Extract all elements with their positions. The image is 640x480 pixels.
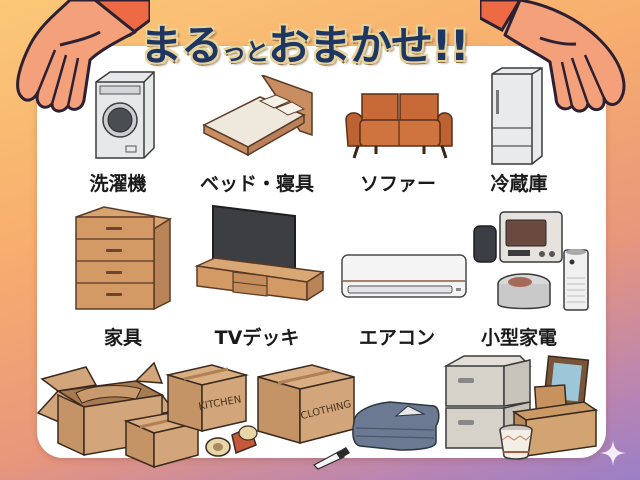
category-label-sofa: ソファー: [359, 173, 437, 195]
category-label-bed: ベッド・寝具: [199, 173, 315, 195]
category-label-furniture: 家具: [103, 327, 143, 349]
category-label-small-appliances: 小型家電: [480, 327, 558, 349]
tv-stand-icon: [195, 204, 325, 302]
chest-of-drawers-item[interactable]: [74, 205, 174, 310]
air-conditioner-icon: [341, 254, 467, 298]
blanket-icon: [352, 401, 440, 451]
washing-machine-icon: [95, 71, 155, 159]
folded-blanket-illustration: [350, 396, 442, 452]
air-conditioner-item[interactable]: [340, 253, 470, 301]
sofa-item[interactable]: [342, 90, 457, 160]
washing-machine-item[interactable]: [88, 68, 158, 163]
sparkle-icon: [600, 440, 626, 466]
storage-bins-illustration: [444, 352, 599, 462]
small-appliances-icon: [473, 211, 589, 311]
refrigerator-icon: [491, 67, 543, 165]
bed-item[interactable]: [200, 75, 315, 160]
cardboard-boxes-icon: [36, 361, 355, 470]
category-label-tv-stand: TVデッキ: [214, 327, 300, 349]
sofa-icon: [345, 93, 453, 159]
bed-icon: [202, 75, 313, 157]
category-label-air-conditioner: エアコン: [358, 327, 436, 349]
refrigerator-item[interactable]: [490, 66, 545, 166]
category-label-refrigerator: 冷蔵庫: [490, 173, 548, 195]
right-hand-illustration: [480, 0, 640, 120]
small-appliances-item[interactable]: [472, 206, 592, 314]
storage-bins-icon: [444, 355, 599, 460]
tv-stand-item[interactable]: [195, 202, 325, 302]
left-hand-illustration: [0, 0, 150, 120]
category-label-washing-machine: 洗濯機: [89, 173, 147, 195]
page-title: まるっとおまかせ!!: [140, 21, 469, 70]
moving-boxes-illustration: [36, 355, 356, 475]
chest-of-drawers-icon: [75, 206, 173, 310]
